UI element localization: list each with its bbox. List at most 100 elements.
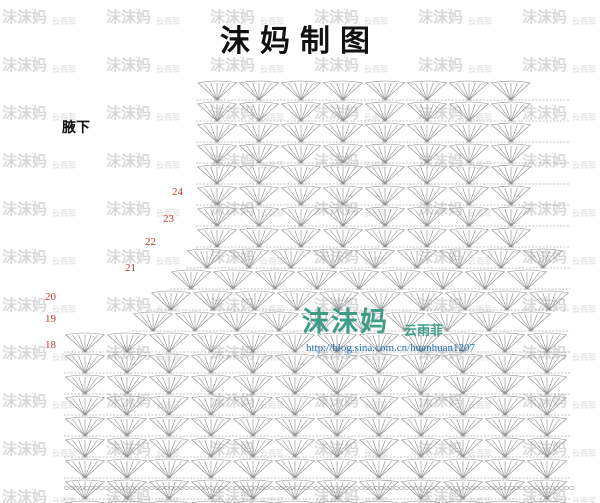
watermark-subtext: 云雨菲 — [260, 208, 284, 218]
watermark-subtext: 云雨菲 — [52, 448, 76, 458]
watermark-text: 沫沫妈 — [522, 344, 567, 362]
fan-stitch — [280, 101, 322, 122]
fan-stitch — [400, 437, 442, 458]
fan-stitch — [380, 269, 422, 290]
fan-stitch — [528, 290, 570, 311]
fan-stitch — [322, 185, 364, 206]
watermark-subtext: 云雨菲 — [572, 304, 596, 314]
watermark-text: 沫沫妈 — [106, 248, 151, 266]
fan-stitch — [64, 458, 106, 479]
fan-stitch — [148, 374, 190, 395]
fan-stitch — [406, 185, 448, 206]
fan-stitch — [490, 227, 532, 248]
fan-stitch — [406, 164, 448, 185]
watermark-subtext: 云雨菲 — [260, 352, 284, 362]
fan-stitch — [190, 416, 232, 437]
fan-stitch — [174, 311, 216, 332]
watermark-subtext: 云雨菲 — [260, 16, 284, 26]
fan-stitch — [300, 311, 342, 332]
watermark-subtext: 云雨菲 — [468, 448, 492, 458]
fan-stitch — [238, 206, 280, 227]
watermark-text: 沫沫妈 — [418, 8, 463, 26]
fan-stitch — [148, 332, 190, 353]
fan-stitch — [484, 437, 526, 458]
watermark-subtext: 云雨菲 — [468, 64, 492, 74]
fan-stitch — [316, 500, 358, 503]
watermark-text: 沫沫妈 — [106, 104, 151, 122]
fan-stitch — [64, 332, 106, 353]
fan-stitch — [400, 332, 442, 353]
fan-stitch — [316, 332, 358, 353]
fan-stitch — [64, 500, 106, 503]
fan-stitch — [322, 143, 364, 164]
fan-stitch — [422, 269, 464, 290]
fan-stitch — [234, 290, 276, 311]
watermark-text: 沫沫妈 — [2, 56, 47, 74]
fan-stitch — [442, 353, 484, 374]
fan-stitch — [238, 101, 280, 122]
fan-stitch — [64, 374, 106, 395]
fan-stitch — [64, 437, 106, 458]
fan-stitch — [196, 185, 238, 206]
fan-stitch — [442, 458, 484, 479]
fan-stitch — [364, 143, 406, 164]
fan-stitch — [354, 248, 396, 269]
watermark-subtext: 云雨菲 — [572, 208, 596, 218]
fan-stitch — [490, 143, 532, 164]
fan-stitch — [238, 80, 280, 101]
fan-stitch — [232, 353, 274, 374]
fan-stitch — [238, 227, 280, 248]
fan-stitch — [258, 311, 300, 332]
fan-stitch — [216, 311, 258, 332]
fan-stitch — [316, 353, 358, 374]
fan-stitch — [384, 311, 426, 332]
fan-stitch — [396, 248, 438, 269]
fan-stitch — [438, 248, 480, 269]
blog-url[interactable]: http://blog.sina.com.cn/huanhuan1207 — [306, 342, 475, 354]
fan-stitch — [106, 479, 148, 500]
fan-stitch — [274, 353, 316, 374]
fan-stitch — [196, 143, 238, 164]
watermark-subtext: 云雨菲 — [260, 112, 284, 122]
watermark-subtext: 云雨菲 — [52, 112, 76, 122]
watermark-subtext: 云雨菲 — [468, 496, 492, 503]
watermark-subtext: 云雨菲 — [572, 256, 596, 266]
watermark-subtext: 云雨菲 — [156, 496, 180, 503]
fan-stitch — [316, 437, 358, 458]
fan-stitch — [364, 206, 406, 227]
fan-stitch — [274, 416, 316, 437]
watermark-subtext: 云雨菲 — [52, 16, 76, 26]
fan-stitch — [190, 458, 232, 479]
watermark-subtext: 云雨菲 — [52, 400, 76, 410]
fan-stitch — [364, 227, 406, 248]
watermark-text: 沫沫妈 — [522, 104, 567, 122]
fan-stitch — [316, 374, 358, 395]
watermark-subtext: 云雨菲 — [468, 304, 492, 314]
fan-stitch — [490, 80, 532, 101]
watermark-text: 沫沫妈 — [106, 56, 151, 74]
fan-stitch — [442, 374, 484, 395]
fan-stitch — [190, 374, 232, 395]
watermark-text: 沫沫妈 — [106, 344, 151, 362]
fan-stitch — [148, 395, 190, 416]
watermark-text: 沫沫妈 — [522, 200, 567, 218]
watermark-subtext: 云雨菲 — [572, 112, 596, 122]
fan-stitch — [400, 353, 442, 374]
watermark-subtext: 云雨菲 — [364, 304, 388, 314]
watermark-subtext: 云雨菲 — [572, 64, 596, 74]
fan-stitch — [322, 227, 364, 248]
fan-stitch — [148, 416, 190, 437]
row-number-24: 24 — [172, 186, 183, 198]
watermark-subtext: 云雨菲 — [52, 304, 76, 314]
fan-stitch — [170, 269, 212, 290]
fan-stitch — [526, 395, 568, 416]
fan-stitch — [322, 101, 364, 122]
watermark-subtext: 云雨菲 — [572, 400, 596, 410]
fan-stitch — [274, 395, 316, 416]
fan-stitch — [442, 500, 484, 503]
fan-stitch — [490, 185, 532, 206]
fan-stitch — [270, 248, 312, 269]
fan-stitch — [316, 416, 358, 437]
watermark-subtext: 云雨菲 — [156, 208, 180, 218]
fan-stitch — [360, 290, 402, 311]
